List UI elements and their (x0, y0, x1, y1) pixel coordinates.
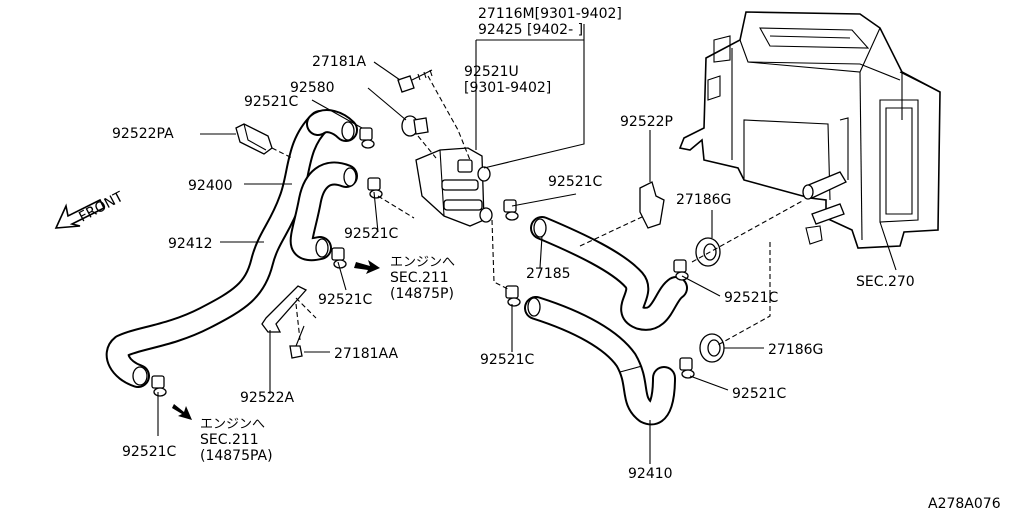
heater-unit (678, 11, 941, 249)
label-27186g-1: 27186G (676, 192, 731, 208)
label-92522pa: 92522PA (112, 126, 174, 142)
label-sec270: SEC.270 (856, 274, 915, 290)
bracket-92522a (261, 285, 308, 333)
label-92400: 92400 (188, 178, 233, 194)
hose-92400 (289, 161, 358, 262)
label-92521c-7: 92521C (480, 352, 535, 368)
clamp-92522pa (235, 123, 273, 155)
hose-92412 (105, 110, 332, 388)
label-27186g-2: 27186G (768, 342, 823, 358)
label-sec211-lower: SEC.211 (200, 432, 259, 448)
label-92521c-3: 92521C (318, 292, 373, 308)
label-27116m: 27116M[9301-9402] (478, 6, 622, 22)
label-27181aa: 27181AA (334, 346, 399, 362)
hose-92412-upper (306, 109, 358, 142)
diagram-id: A278A076 (928, 496, 1001, 512)
label-14875p: (14875P) (390, 286, 454, 302)
front-arrow-icon (54, 198, 106, 229)
bolt-27181aa (289, 325, 305, 359)
label-92522a: 92522A (240, 390, 295, 406)
grommets-27186g (695, 237, 725, 363)
label-front: FRONT (76, 189, 126, 226)
label-92521c-1: 92521C (244, 94, 299, 110)
engine-arrow-lower (172, 404, 192, 420)
water-valve-27116m (415, 147, 493, 227)
label-92521c-4: 92521C (122, 444, 177, 460)
label-14875pa: (14875PA) (200, 448, 273, 464)
label-92521c-6: 92521C (724, 290, 779, 306)
label-engine-upper: エンジンへ (390, 255, 455, 270)
label-sec211-upper: SEC.211 (390, 270, 449, 286)
hose-92410 (524, 296, 676, 426)
label-92521u: 92521U (464, 64, 519, 80)
label-92521c-2: 92521C (344, 226, 399, 242)
hose-end-lower (132, 366, 148, 386)
valve-92580 (401, 115, 429, 137)
label-92521u-range: [9301-9402] (464, 80, 551, 96)
label-92410: 92410 (628, 466, 673, 482)
label-92521c-8: 92521C (732, 386, 787, 402)
label-27181a: 27181A (312, 54, 367, 70)
bracket-92522p (639, 181, 665, 229)
label-engine-lower: エンジンへ (200, 417, 265, 432)
hose-27185 (530, 216, 688, 331)
label-92521c-5: 92521C (548, 174, 603, 190)
leader-lines (157, 24, 897, 464)
label-92522p: 92522P (620, 114, 673, 130)
label-27185: 27185 (526, 266, 571, 282)
clips-92521c (151, 127, 695, 397)
engine-arrow-upper (354, 260, 380, 274)
label-92425: 92425 [9402- ] (478, 22, 583, 38)
label-92412: 92412 (168, 236, 213, 252)
dashed-lines (271, 75, 805, 347)
bolt-27181a (397, 69, 433, 93)
label-92580: 92580 (290, 80, 335, 96)
